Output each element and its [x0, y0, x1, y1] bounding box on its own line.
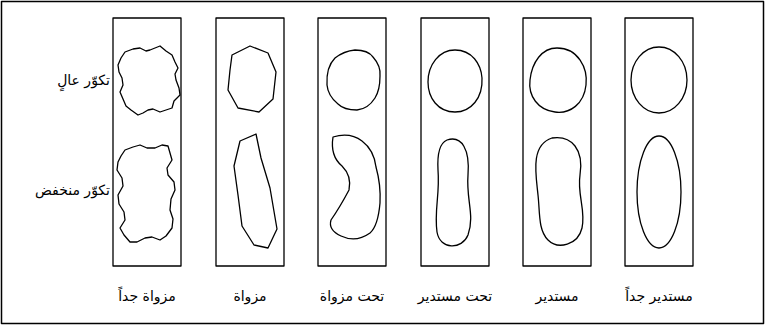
grain-outline	[530, 48, 587, 112]
grain-outline	[631, 47, 687, 113]
column-box	[216, 18, 284, 266]
grain-outline	[118, 46, 180, 115]
column-box	[625, 18, 693, 266]
grain-outline	[637, 136, 681, 248]
grain-outline	[327, 50, 380, 110]
column-label: مستدير جداً	[625, 287, 693, 305]
column-label: تحت مستدير	[418, 287, 492, 305]
column-label: مزواة جداً	[118, 287, 176, 305]
column-label: مستدير	[535, 287, 578, 305]
grain-outline	[536, 138, 583, 245]
column-box	[523, 18, 591, 266]
row-label: تكوّر عالٍ	[57, 71, 110, 89]
row-label: تكوّر منخفض	[35, 181, 110, 199]
column-box	[113, 18, 181, 266]
grain-outline	[428, 50, 482, 112]
grain-outline	[234, 134, 277, 248]
grain-outline	[228, 46, 276, 112]
column-box	[318, 18, 386, 266]
grain-outline	[330, 135, 380, 239]
grain-outline	[436, 139, 471, 246]
column-label: مزواة	[233, 287, 266, 305]
column-box	[421, 18, 489, 266]
column-label: تحت مزواة	[320, 287, 384, 305]
grain-outline	[117, 145, 175, 242]
